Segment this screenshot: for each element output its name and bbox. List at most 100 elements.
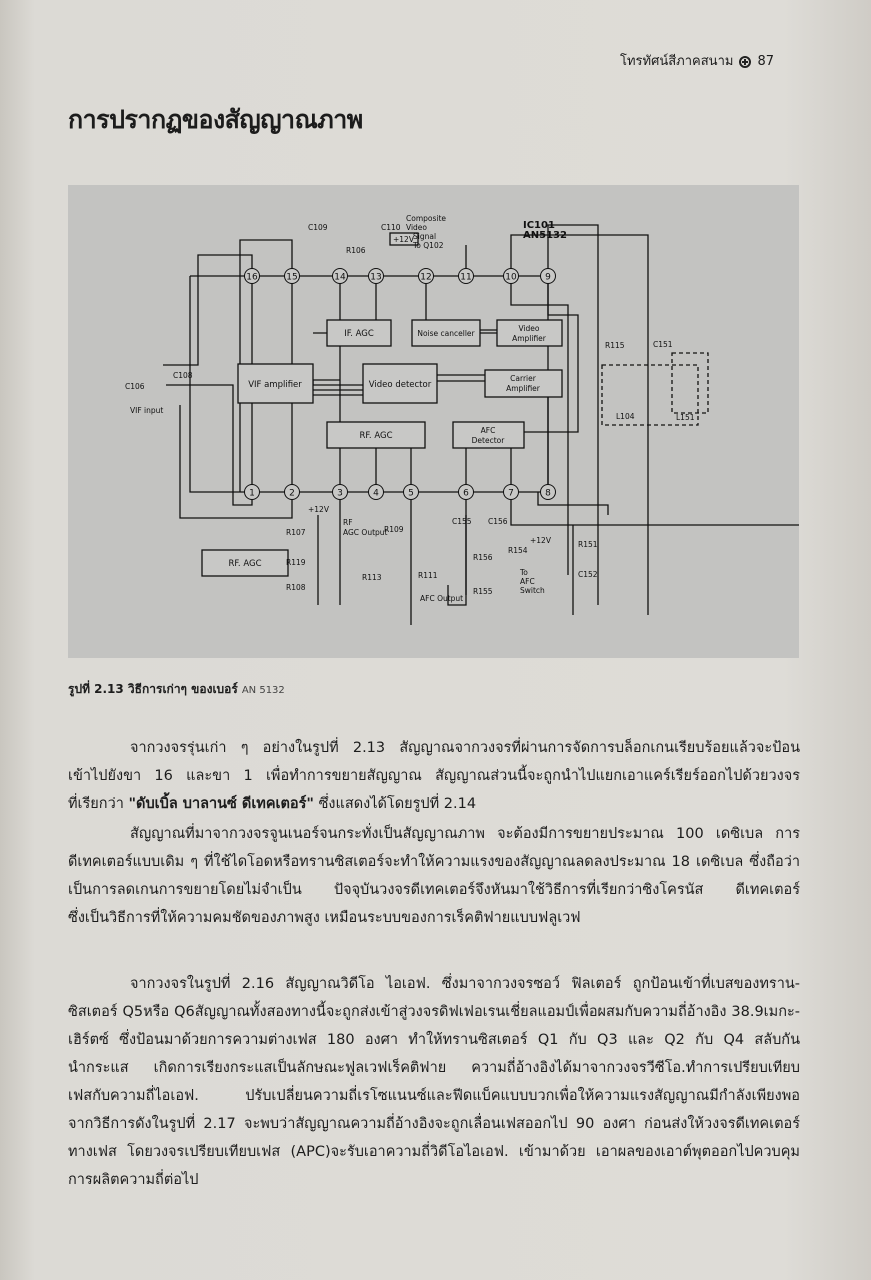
video-detector-label: Video detector bbox=[369, 380, 432, 390]
l151-label: L151 bbox=[676, 413, 695, 422]
vif-input-label: VIF input bbox=[130, 406, 163, 415]
text-line: จากวิธีการดังในรูปที่ 2.17 จะพบว่าสัญญาณ… bbox=[68, 1116, 800, 1132]
rf-agc-output-1: RF bbox=[343, 518, 353, 527]
pin-number: 7 bbox=[508, 489, 514, 499]
video-amp-label-2: Amplifier bbox=[512, 334, 547, 343]
c152-label: C152 bbox=[578, 570, 598, 579]
schematic-svg: IF. AGC Noise canceller Video Amplifier … bbox=[125, 214, 799, 625]
text-line: ซึ่งเป็นวิธีการที่ให้ความคมชัดของภาพสูง … bbox=[68, 910, 581, 926]
pin: 9 bbox=[540, 268, 556, 284]
r113-label: R113 bbox=[362, 573, 382, 582]
vif-amp-label: VIF amplifier bbox=[248, 380, 302, 390]
text-line: ที่เรียกว่า "ดับเบิ้ล บาลานซ์ ดีเทคเตอร์… bbox=[68, 790, 800, 818]
afc-output-label: AFC Output bbox=[420, 594, 463, 603]
afc-detector-block bbox=[452, 421, 525, 449]
if-agc-label: IF. AGC bbox=[344, 329, 374, 339]
text-segment: ที่เรียกว่า bbox=[68, 796, 129, 812]
rf-agc-output-2: AGC Output bbox=[343, 528, 388, 537]
component-labels: IC101 AN5132 C109 C110 R106 Composite Vi… bbox=[125, 214, 695, 603]
pin-number: 5 bbox=[408, 489, 414, 499]
pin: 2 bbox=[284, 484, 300, 500]
pin: 7 bbox=[503, 484, 519, 500]
wires bbox=[163, 224, 799, 625]
text-line: ดีเทคเตอร์แบบเดิม ๆ ที่ใช้ไดโอดหรือทรานซ… bbox=[68, 854, 800, 870]
to-afc-1: To bbox=[519, 568, 528, 577]
c109-label: C109 bbox=[308, 223, 328, 232]
pin: 11 bbox=[458, 268, 474, 284]
pin: 16 bbox=[244, 268, 260, 284]
pin: 6 bbox=[458, 484, 474, 500]
pin: 4 bbox=[368, 484, 384, 500]
book-title: โทรทัศน์สีภาคสนาม bbox=[620, 54, 734, 69]
pin: 1 bbox=[244, 484, 260, 500]
caption-label: รูปที่ 2.13 วิธีการเก่าๆ ของเบอร์ bbox=[68, 682, 238, 696]
video-detector-block bbox=[362, 363, 438, 404]
paragraph-2: สัญญาณที่มาจากวงจรจูนเนอร์จนกระทั่งเป็นส… bbox=[68, 820, 800, 932]
text-line: การผลิตความถี่ต่อไป bbox=[68, 1172, 199, 1188]
carrier-amplifier-block bbox=[484, 369, 563, 398]
pin: 3 bbox=[332, 484, 348, 500]
pin-number: 16 bbox=[246, 273, 258, 283]
composite-label-2: Video bbox=[406, 223, 427, 232]
crosshair-circle-icon bbox=[739, 56, 752, 68]
chip-model: AN5132 bbox=[523, 230, 567, 241]
r154-label: R154 bbox=[508, 546, 528, 555]
pin: 5 bbox=[403, 484, 419, 500]
pin-number: 12 bbox=[420, 273, 431, 283]
section-title: การปรากฏของสัญญาณภาพ bbox=[68, 105, 363, 134]
block-labels: IF. AGC Noise canceller Video Amplifier … bbox=[228, 324, 546, 569]
text-line: เฟสกับความถี่ไอเอฟ. ปรับเปลี่ยนความถี่เร… bbox=[68, 1088, 800, 1104]
supply-12v-top: +12V bbox=[393, 235, 415, 244]
r106-label: R106 bbox=[346, 246, 366, 255]
page-number: 87 bbox=[757, 54, 774, 69]
text-line: นำกระแส เกิดการเรียงกระแสเป็นลักษณะฟูลเว… bbox=[68, 1060, 800, 1076]
circuit-diagram: IF. AGC Noise canceller Video Amplifier … bbox=[68, 185, 799, 658]
supply-12v-right: +12V bbox=[530, 536, 552, 545]
pin-number: 2 bbox=[289, 489, 295, 499]
supply-12v-box bbox=[389, 232, 419, 246]
text-line: เป็นการลดเกนการขยายโดยไม่จำเป็น ปัจจุบัน… bbox=[68, 882, 800, 898]
r119-label: R119 bbox=[286, 558, 306, 567]
pin-number: 3 bbox=[337, 489, 343, 499]
c151-label: C151 bbox=[653, 340, 673, 349]
text-line: สัญญาณที่มาจากวงจรจูนเนอร์จนกระทั่งเป็นส… bbox=[130, 826, 800, 842]
pin: 12 bbox=[418, 268, 434, 284]
pin: 10 bbox=[503, 268, 519, 284]
caption-part-number: AN 5132 bbox=[241, 685, 285, 696]
pin: 8 bbox=[540, 484, 556, 500]
paragraph-1: จากวงจรรุ่นเก่า ๆ อย่างในรูปที่ 2.13 สัญ… bbox=[68, 734, 800, 818]
paragraph-3: จากวงจรในรูปที่ 2.16 สัญญาณวิดีโอ ไอเอฟ.… bbox=[68, 970, 800, 1194]
text-line: จากวงจรในรูปที่ 2.16 สัญญาณวิดีโอ ไอเอฟ.… bbox=[130, 976, 800, 992]
to-afc-3: Switch bbox=[520, 586, 545, 595]
composite-label-4: To Q102 bbox=[412, 241, 444, 250]
pin-number: 15 bbox=[286, 273, 297, 283]
r151-label: R151 bbox=[578, 540, 598, 549]
composite-label-3: Signal bbox=[413, 232, 436, 241]
vif-amplifier-block bbox=[237, 363, 314, 404]
afc-detector-label-1: AFC bbox=[481, 426, 496, 435]
supply-12v-left: +12V bbox=[308, 505, 330, 514]
pins-bottom: 1 2 3 4 5 6 7 8 bbox=[244, 484, 556, 500]
noise-canceller-label: Noise canceller bbox=[417, 329, 475, 338]
text-line: ทางเฟส โดยวงจรเปรียบเทียบเฟส (APC)จะรับเ… bbox=[68, 1144, 800, 1160]
rf-agc-label: RF. AGC bbox=[359, 431, 392, 441]
r156-label: R156 bbox=[473, 553, 493, 562]
pin-number: 9 bbox=[545, 273, 551, 283]
pin: 15 bbox=[284, 268, 300, 284]
if-agc-block bbox=[326, 319, 392, 347]
pin-number: 8 bbox=[545, 489, 551, 499]
text-segment: ซึ่งแสดงได้โดยรูปที่ 2.14 bbox=[313, 796, 477, 812]
pin-number: 1 bbox=[249, 489, 255, 499]
c110-label: C110 bbox=[381, 223, 401, 232]
r115-label: R115 bbox=[605, 341, 625, 350]
c156-label: C156 bbox=[488, 517, 508, 526]
r111-label: R111 bbox=[418, 571, 438, 580]
pin-number: 13 bbox=[370, 273, 381, 283]
text-line: ซิสเตอร์ Q5หรือ Q6สัญญาณทั้งสองทางนี้จะถ… bbox=[68, 1004, 800, 1020]
afc-detector-label-2: Detector bbox=[472, 436, 506, 445]
pins-top: 16 15 14 13 12 11 10 9 bbox=[244, 268, 556, 284]
c108-label: C108 bbox=[173, 371, 193, 380]
function-blocks bbox=[201, 232, 563, 577]
to-afc-2: AFC bbox=[520, 577, 535, 586]
figure-caption: รูปที่ 2.13 วิธีการเก่าๆ ของเบอร์AN 5132 bbox=[68, 680, 285, 699]
